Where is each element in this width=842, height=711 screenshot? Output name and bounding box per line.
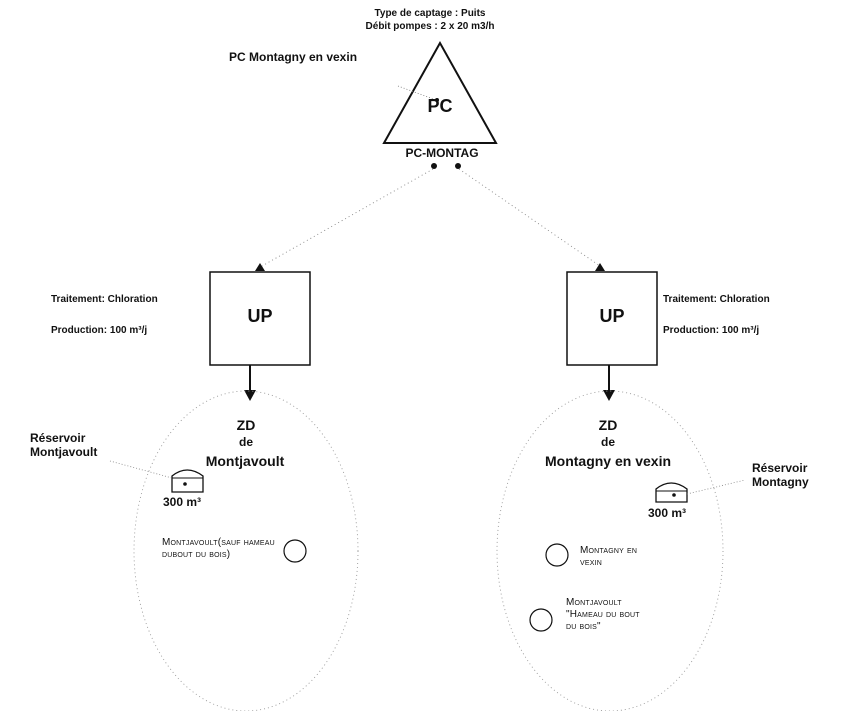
commune-marker-montjavoult <box>283 539 307 563</box>
zone-right-name: Montagny en vexin <box>544 453 672 469</box>
production-right-label: Production: 100 m³/j <box>663 325 760 336</box>
production-left-label: Production: 100 m³/j <box>51 325 148 336</box>
reservoir-left-dot <box>183 482 187 486</box>
zone-right-boundary <box>496 390 724 711</box>
commune-montagny-label: Montagny en vexin <box>580 545 638 568</box>
commune-bout-du-bois-label: Montjavoult "Hameau du bout du bois" <box>566 597 640 632</box>
commune-montjavoult-label: Montjavoult(sauf hameau dubout du bois) <box>162 537 275 560</box>
source-code: PC-MONTAG <box>405 146 479 160</box>
flow-line-right <box>458 168 601 267</box>
reservoir-right-label: Réservoir Montagny <box>752 461 809 489</box>
zone-left-boundary <box>133 390 359 711</box>
down-arrow-left-head <box>244 390 256 401</box>
flow-line-left <box>261 168 434 267</box>
reservoir-right-leader <box>686 479 746 495</box>
treatment-left-label: Traitement: Chloration <box>51 294 158 305</box>
treatment-right-label: Traitement: Chloration <box>663 294 770 305</box>
triangle-center-dot <box>435 98 439 102</box>
reservoir-left-symbol <box>171 469 204 493</box>
pump-flow-label: Débit pompes : 2 x 20 m3/h <box>365 21 495 32</box>
reservoir-right-symbol <box>655 482 688 503</box>
zone-left-zd: ZD <box>236 417 256 433</box>
down-arrow-right-head <box>603 390 615 401</box>
zone-right-de: de <box>600 435 615 449</box>
up-box-right <box>566 271 658 366</box>
flow-arrowhead-left <box>255 263 265 271</box>
reservoir-left-label: Réservoir Montjavoult <box>30 431 98 459</box>
reservoir-right-dot <box>672 493 676 497</box>
source-label-leader <box>397 85 437 101</box>
reservoir-left-capacity: 300 m³ <box>163 495 202 509</box>
commune-marker-bout-du-bois <box>529 608 553 632</box>
up-box-left <box>209 271 311 366</box>
source-symbol: PC <box>427 96 453 116</box>
source-name-label: PC Montagny en vexin <box>229 50 358 64</box>
reservoir-left-leader <box>109 460 173 479</box>
up-left-symbol: UP <box>247 306 273 326</box>
commune-marker-montagny <box>545 543 569 567</box>
captage-type-label: Type de captage : Puits <box>374 8 486 19</box>
zone-right-zd: ZD <box>598 417 618 433</box>
captage-triangle <box>382 40 498 144</box>
outlet-dot-right <box>455 163 461 169</box>
zone-left-name: Montjavoult <box>205 453 285 469</box>
outlet-dot-left <box>431 163 437 169</box>
zone-left-de: de <box>238 435 253 449</box>
flow-arrowhead-right <box>595 263 605 271</box>
up-right-symbol: UP <box>599 306 625 326</box>
reservoir-right-capacity: 300 m³ <box>648 506 687 520</box>
